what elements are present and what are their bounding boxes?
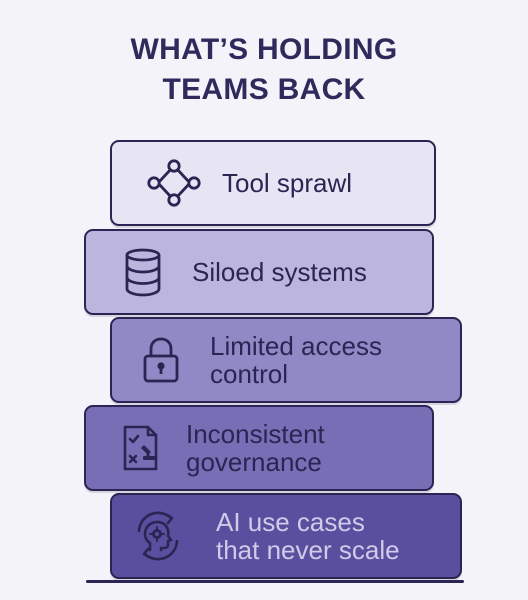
diagram-title: WHAT’S HOLDING TEAMS BACK bbox=[0, 30, 528, 110]
padlock-icon bbox=[136, 336, 186, 384]
block-tool-sprawl: Tool sprawl bbox=[110, 140, 436, 226]
block-label: AI use cases that never scale bbox=[216, 508, 400, 564]
block-limited-access-control: Limited access control bbox=[110, 317, 462, 403]
database-icon bbox=[118, 247, 168, 297]
block-label-line-1: Siloed systems bbox=[192, 257, 367, 287]
block-label-line-2: control bbox=[210, 359, 289, 389]
block-label-line-1: Limited access bbox=[210, 331, 382, 361]
block-siloed-systems: Siloed systems bbox=[84, 229, 434, 315]
title-line-1: WHAT’S HOLDING bbox=[130, 33, 398, 66]
block-label-line-1: Inconsistent bbox=[186, 419, 325, 449]
title-line-2: TEAMS BACK bbox=[162, 73, 366, 106]
ai-head-gear-icon bbox=[130, 509, 186, 563]
block-label: Tool sprawl bbox=[222, 169, 352, 197]
block-ai-use-cases: AI use cases that never scale bbox=[110, 493, 462, 579]
block-label-line-1: Tool sprawl bbox=[222, 168, 353, 198]
block-label-line-2: governance bbox=[186, 447, 322, 477]
block-label: Inconsistent governance bbox=[186, 420, 325, 476]
block-label-line-2: that never scale bbox=[216, 535, 400, 565]
checklist-document-icon bbox=[116, 423, 166, 473]
block-label: Siloed systems bbox=[192, 258, 367, 286]
block-inconsistent-governance: Inconsistent governance bbox=[84, 405, 434, 491]
block-label: Limited access control bbox=[210, 332, 382, 388]
network-nodes-icon bbox=[144, 159, 204, 207]
stack-baseline bbox=[86, 580, 464, 583]
block-label-line-1: AI use cases bbox=[216, 507, 365, 537]
